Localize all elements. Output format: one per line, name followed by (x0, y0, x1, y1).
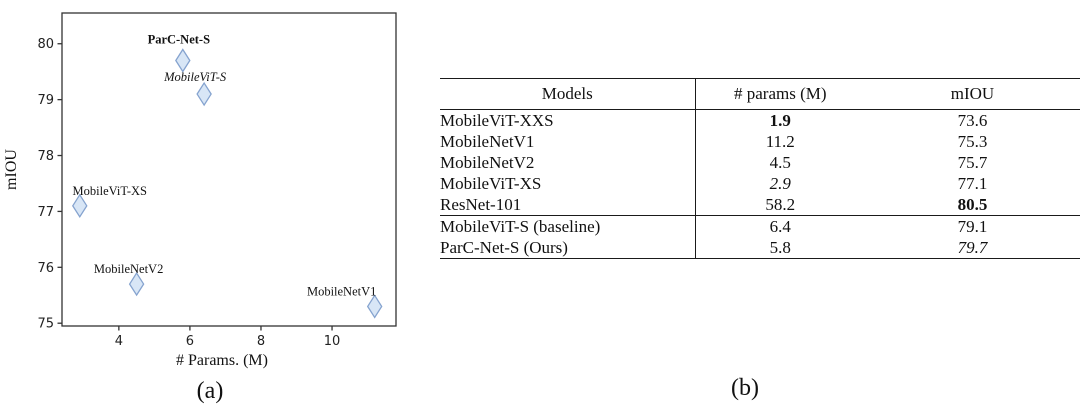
y-tick-label: 79 (37, 93, 54, 108)
y-axis-label: mIOU (3, 149, 20, 190)
scatter-panel: 4 6 8 10 75 76 77 78 79 80 # Params. (M) mIOU ParC-N… (0, 0, 420, 383)
cell-params: 11.2 (765, 132, 795, 151)
y-tick-label: 78 (37, 149, 54, 164)
x-tick-label: 6 (186, 334, 194, 349)
cell-model: MobileViT-S (baseline) (440, 215, 696, 237)
column-header-0: Models (440, 78, 696, 110)
column-header-1: # params (M) (695, 78, 865, 110)
cell-model: ResNet-101 (440, 194, 696, 216)
data-point-marker (366, 294, 383, 319)
cell-miou: 73.6 (957, 111, 988, 130)
cell-params: 4.5 (769, 153, 791, 172)
table-header-row: Models# params (M)mIOU (440, 78, 1080, 110)
cell-model: MobileViT-XS (440, 173, 696, 194)
data-point-marker (71, 193, 88, 219)
data-point-label: MobileNetV2 (94, 262, 163, 276)
x-tick-label: 4 (115, 334, 123, 349)
caption-b: (b) (731, 375, 759, 401)
cell-model: MobileViT-XXS (440, 109, 696, 131)
data-point-marker (128, 271, 145, 297)
plot-frame (61, 12, 397, 327)
data-point-label: ParC-Net-S (148, 33, 211, 47)
data-point-marker (175, 48, 191, 73)
y-tick-label: 75 (37, 317, 54, 332)
table-row: MobileViT-XS 2.9 77.1 (440, 173, 1080, 194)
cell-miou: 77.1 (957, 174, 988, 193)
cell-miou: 79.7 (865, 237, 1080, 259)
cell-miou: 75.3 (957, 132, 988, 151)
cell-params: 2.9 (769, 174, 791, 193)
y-tick-label: 76 (37, 261, 54, 276)
cell-miou: 75.7 (957, 153, 988, 172)
cell-model: MobileNetV2 (440, 152, 696, 173)
results-table: Models# params (M)mIOU MobileViT-XXS 1.9 7… (440, 78, 1080, 259)
cell-miou: 80.5 (865, 194, 1080, 216)
caption-a: (a) (196, 378, 224, 404)
x-tick-label: 10 (324, 334, 341, 349)
data-point-marker (196, 81, 212, 107)
column-header-2: mIOU (865, 78, 1080, 110)
scatter-chart: 4 6 8 10 75 76 77 78 79 80 # Params. (M) mIOU ParC-N… (3, 12, 397, 369)
table-row: MobileViT-S (baseline) 6.4 79.1 (440, 215, 1080, 237)
x-axis-label: # Params. (M) (176, 352, 268, 369)
cell-params: 58.2 (695, 194, 865, 216)
y-tick-label: 80 (37, 37, 54, 52)
y-tick-label: 77 (37, 205, 54, 220)
cell-miou: 79.1 (957, 217, 988, 236)
cell-model: MobileNetV1 (440, 131, 696, 152)
cell-params: 6.4 (769, 217, 791, 236)
cell-params: 1.9 (769, 111, 791, 130)
table-row: MobileNetV2 4.5 75.7 (440, 152, 1080, 173)
table-row: MobileViT-XXS 1.9 73.6 (440, 109, 1080, 131)
data-point-label: MobileViT-S (163, 70, 227, 84)
table-panel: Models# params (M)mIOU MobileViT-XXS 1.9 7… (440, 78, 1080, 259)
cell-params: 5.8 (695, 237, 865, 259)
cell-model: ParC-Net-S (Ours) (440, 237, 696, 259)
data-point-label: MobileViT-XS (73, 184, 148, 198)
x-tick-label: 8 (257, 334, 265, 349)
table-row: MobileNetV1 11.2 75.3 (440, 131, 1080, 152)
data-point-label: MobileNetV1 (307, 284, 376, 298)
